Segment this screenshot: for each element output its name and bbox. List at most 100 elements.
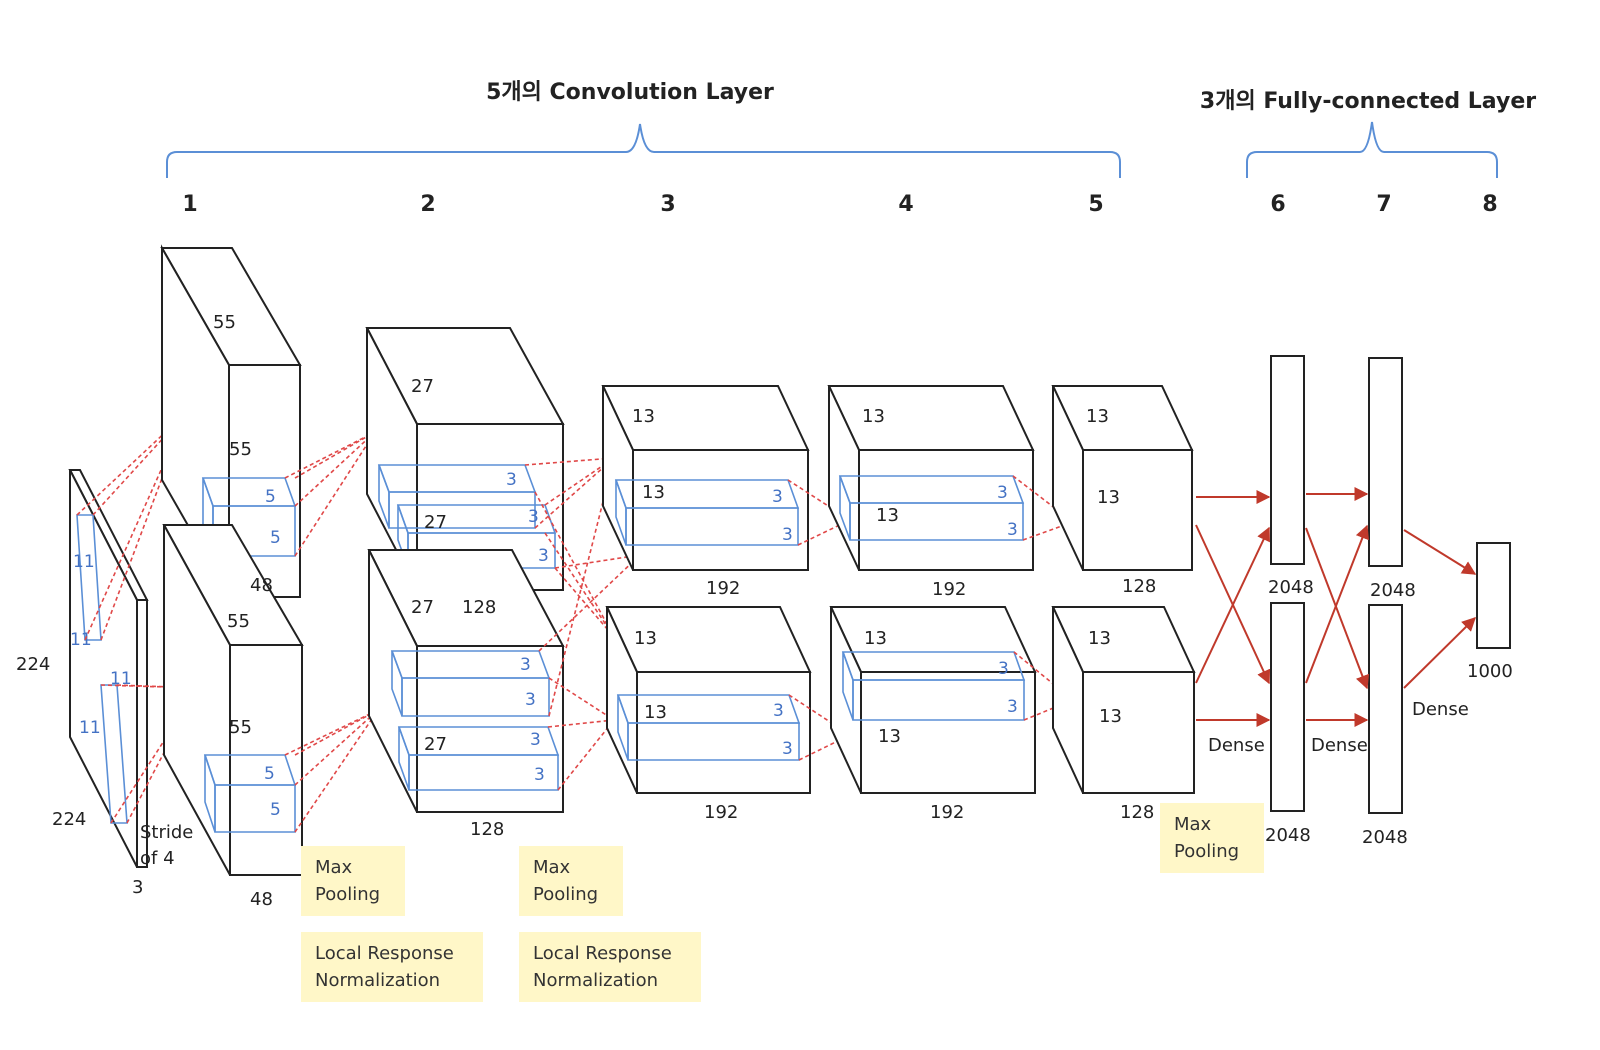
conv4-kernel-label: 3 [1007,697,1018,717]
fc7-size-label: 2048 [1370,580,1416,601]
conv1-depth-label: 48 [250,889,273,910]
conv4-kernel-label: 3 [998,659,1009,679]
conv-header: 5개의 Convolution Layer [486,80,774,105]
conv3-depth-label: 192 [706,578,740,599]
conv2-dim-label: 27 [424,512,447,533]
fc6-size-label: 2048 [1268,577,1314,598]
layer-number-6: 6 [1270,192,1285,217]
fc7-size-label: 2048 [1362,827,1408,848]
conv1-dim-label: 55 [227,611,250,632]
conv3-kernel-label: 3 [772,487,783,507]
conv2-kernel-label: 3 [528,507,539,527]
conv4-kernel-label: 3 [997,483,1008,503]
layer-number-3: 3 [660,192,675,217]
svg-text:Max: Max [315,857,353,878]
conv-brace [166,123,1121,178]
fc7-bottom-block [1368,604,1403,814]
fc-blocks [1270,355,1511,814]
conv2-kernel-label: 3 [520,655,531,675]
lrn-note-2: Local Response Normalization [519,932,701,1002]
conv4-bottom-block [829,606,1037,794]
conv1-kernel-label: 5 [270,800,281,820]
conv1-bottom-block [162,524,304,876]
conv5-top-block [1051,385,1194,571]
layer-number-1: 1 [182,192,197,217]
input-kernel-label: 11 [70,630,92,650]
conv4-dim-label: 13 [864,628,887,649]
conv2-depth-label: 128 [470,819,504,840]
output-block [1476,542,1511,649]
stride-label: Stride of 4 [140,822,193,869]
conv1-to-conv2-connections [284,431,379,833]
conv5-depth-label: 128 [1120,802,1154,823]
conv2-depth-label: 128 [462,597,496,618]
conv3-kernel-label: 3 [782,739,793,759]
conv1-dim-label: 55 [213,312,236,333]
lrn-note-1: Local Response Normalization [301,932,483,1002]
conv2-bottom-block [367,549,565,813]
fc6-bottom-block [1270,602,1305,812]
conv1-kernel-label: 5 [270,528,281,548]
conv3-dim-label: 13 [634,628,657,649]
conv5-dim-label: 13 [1097,487,1120,508]
input-height-label: 224 [16,654,50,675]
conv5-depth-label: 128 [1122,576,1156,597]
svg-text:Max: Max [1174,814,1212,835]
svg-text:Pooling: Pooling [1174,841,1239,862]
conv1-dim-label: 55 [229,717,252,738]
conv5-dim-label: 13 [1099,706,1122,727]
conv3-kernel-label: 3 [782,525,793,545]
conv1-kernel-label: 5 [265,487,276,507]
output-size-label: 1000 [1467,661,1513,682]
conv3-top-block [601,385,810,571]
input-kernel-label: 11 [110,669,132,689]
conv4-dim-label: 13 [878,726,901,747]
fc-brace [1246,121,1498,178]
input-width-label: 224 [52,809,86,830]
conv3-bottom-block [605,606,812,794]
dense-label: Dense [1412,699,1469,720]
layer-number-8: 8 [1482,192,1497,217]
conv4-dim-label: 13 [876,505,899,526]
conv2-dim-label: 27 [411,597,434,618]
layer-number-5: 5 [1088,192,1103,217]
conv2-kernel-label: 3 [534,765,545,785]
conv5-dim-label: 13 [1086,406,1109,427]
conv4-depth-label: 192 [932,579,966,600]
conv4-depth-label: 192 [930,802,964,823]
conv1-dim-label: 55 [229,439,252,460]
layer-number-4: 4 [898,192,913,217]
max-pooling-note-3: Max Pooling [1160,803,1264,873]
conv2-dim-label: 27 [411,376,434,397]
conv3-depth-label: 192 [704,802,738,823]
conv2-kernel-label: 3 [525,690,536,710]
input-kernel-label: 11 [79,718,101,738]
svg-text:Normalization: Normalization [533,970,658,991]
svg-text:Normalization: Normalization [315,970,440,991]
conv2-dim-label: 27 [424,734,447,755]
dense-label: Dense [1208,735,1265,756]
svg-text:Max: Max [533,857,571,878]
max-pooling-note-2: Max Pooling [519,846,623,916]
conv3-to-conv4-connections [787,479,851,761]
fc6-top-block [1270,355,1305,565]
conv3-dim-label: 13 [642,482,665,503]
conv3-dim-label: 13 [632,406,655,427]
fc6-size-label: 2048 [1265,825,1311,846]
conv4-kernel-label: 3 [1007,520,1018,540]
svg-text:Local Response: Local Response [315,943,454,964]
conv2-kernel-label: 3 [530,730,541,750]
max-pooling-note-1: Max Pooling [301,846,405,916]
conv5-dim-label: 13 [1088,628,1111,649]
fc7-top-block [1368,357,1403,567]
conv1-kernel-label: 5 [264,764,275,784]
conv2-to-conv3-connections [524,457,641,791]
conv3-dim-label: 13 [644,702,667,723]
layer-number-2: 2 [420,192,435,217]
conv5-bottom-block [1051,606,1196,794]
conv2-kernel-label: 3 [538,546,549,566]
svg-text:Pooling: Pooling [315,884,380,905]
input-kernel-label: 11 [73,552,95,572]
svg-text:Local Response: Local Response [533,943,672,964]
